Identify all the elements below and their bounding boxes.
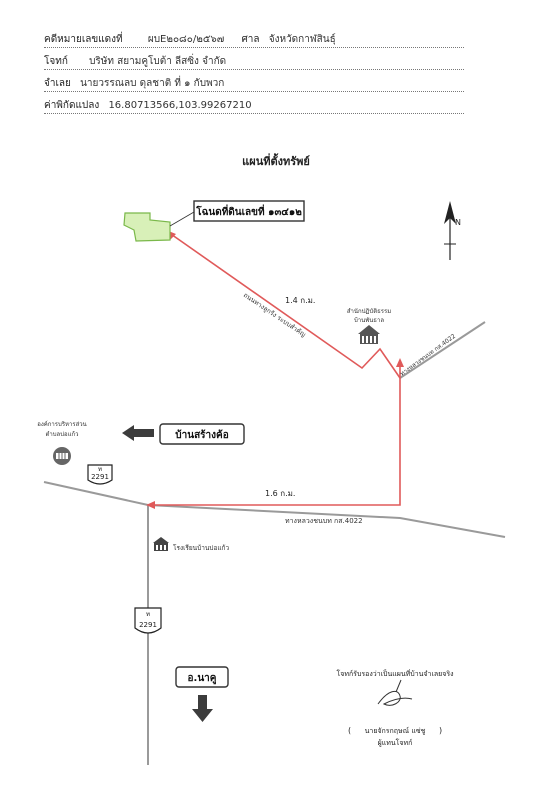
school-icon bbox=[153, 537, 169, 551]
court-value: จังหวัดกาฬสินธุ์ bbox=[268, 34, 336, 45]
dotted-line bbox=[44, 69, 464, 70]
village-label-box bbox=[159, 423, 245, 445]
red-route-upper bbox=[167, 231, 401, 379]
deed-label-box bbox=[193, 200, 305, 222]
court-label: ศาล bbox=[241, 34, 260, 45]
left-arrow-icon bbox=[122, 425, 154, 441]
deed-label: โฉนดที่ดินเลขที่ ๑๓๔๑๒ bbox=[195, 204, 302, 218]
land-parcel bbox=[123, 212, 171, 242]
svg-text:ท: ท bbox=[146, 611, 150, 618]
coords-row: ค่าพิกัดแปลง 16.80713566,103.99267210 bbox=[44, 98, 464, 114]
district-label: อ.นาคู bbox=[188, 673, 217, 685]
office-label-1: สำนักปฏิบัติธรรม bbox=[347, 308, 391, 315]
defendant-value: นายวรรณลบ ดุลชาติ ที่ ๑ กับพวก bbox=[80, 78, 225, 89]
gray-road-main bbox=[43, 481, 506, 538]
certification-statement: โจทก์รับรองว่าเป็นแผนที่บ้านจำเลยจริง bbox=[336, 669, 453, 678]
school-label: โรงเรียนบ้านบ่อแก้ว bbox=[173, 544, 229, 552]
highway-horizontal-label: ทางหลวงชนบท กส.4022 bbox=[285, 517, 363, 525]
route-shield-icon: ท 2291 bbox=[87, 464, 113, 485]
dotted-line bbox=[44, 91, 464, 92]
coords-value: 16.80713566,103.99267210 bbox=[108, 100, 252, 111]
office-label-2: บ้านพันธาล bbox=[354, 317, 384, 324]
village-label: บ้านสร้างค้อ bbox=[175, 429, 228, 441]
map-title: แผนที่ตั้งทรัพย์ bbox=[242, 155, 310, 168]
red-arrowhead-lower-left bbox=[146, 501, 155, 509]
district-label-box bbox=[175, 666, 229, 688]
defendant-row: จำเลย นายวรรณลบ ดุลชาติ ที่ ๑ กับพวก bbox=[44, 76, 464, 92]
office-building-icon bbox=[358, 325, 380, 344]
gray-road-upper bbox=[399, 321, 486, 379]
case-number-row: คดีหมายเลขแดงที่ ผบE๒๐๘๐/๒๕๖๗ ศาล จังหวั… bbox=[44, 32, 464, 48]
paren-open: ( bbox=[348, 726, 351, 735]
distance-lower: 1.6 ก.ม. bbox=[265, 489, 295, 498]
north-letter: N bbox=[455, 218, 461, 227]
svg-text:ท: ท bbox=[98, 466, 102, 473]
highway-vertical-label: ทางหลวงชนบท กส.4022 bbox=[399, 333, 457, 378]
red-arrowhead-up bbox=[396, 358, 404, 367]
down-arrow-icon bbox=[192, 695, 213, 722]
north-arrow-icon: N bbox=[444, 201, 461, 260]
signer-role: ผู้แทนโจทก์ bbox=[378, 738, 413, 747]
distance-upper: 1.4 ก.ม. bbox=[285, 296, 315, 305]
tao-label-2: ตำบลบ่อแก้ว bbox=[45, 431, 78, 438]
coords-label: ค่าพิกัดแปลง bbox=[44, 100, 100, 111]
route-number-2: 2291 bbox=[139, 621, 157, 629]
route-shield-icon: ท 2291 bbox=[134, 607, 162, 634]
deed-pointer-line bbox=[169, 211, 195, 227]
red-route-lower bbox=[148, 362, 401, 506]
dotted-line bbox=[44, 47, 464, 48]
defendant-label: จำเลย bbox=[44, 78, 71, 89]
paren-close: ) bbox=[439, 726, 442, 735]
tao-label-1: องค์การบริหารส่วน bbox=[37, 420, 86, 428]
signer-name: นายจักรกฤษณ์ แซ่ชู bbox=[365, 727, 426, 735]
route-number: 2291 bbox=[91, 473, 109, 481]
dotted-line bbox=[44, 113, 464, 114]
plaintiff-row: โจทก์ บริษัท สยามคูโบต้า ลีสซิ่ง จำกัด bbox=[44, 54, 464, 70]
plaintiff-value: บริษัท สยามคูโบต้า ลีสซิ่ง จำกัด bbox=[89, 56, 227, 67]
signature bbox=[377, 679, 413, 706]
case-number-value: ผบE๒๐๘๐/๒๕๖๗ bbox=[147, 34, 225, 45]
tao-office-icon bbox=[53, 447, 71, 465]
plaintiff-label: โจทก์ bbox=[44, 56, 68, 67]
case-number-label: คดีหมายเลขแดงที่ bbox=[44, 34, 123, 45]
